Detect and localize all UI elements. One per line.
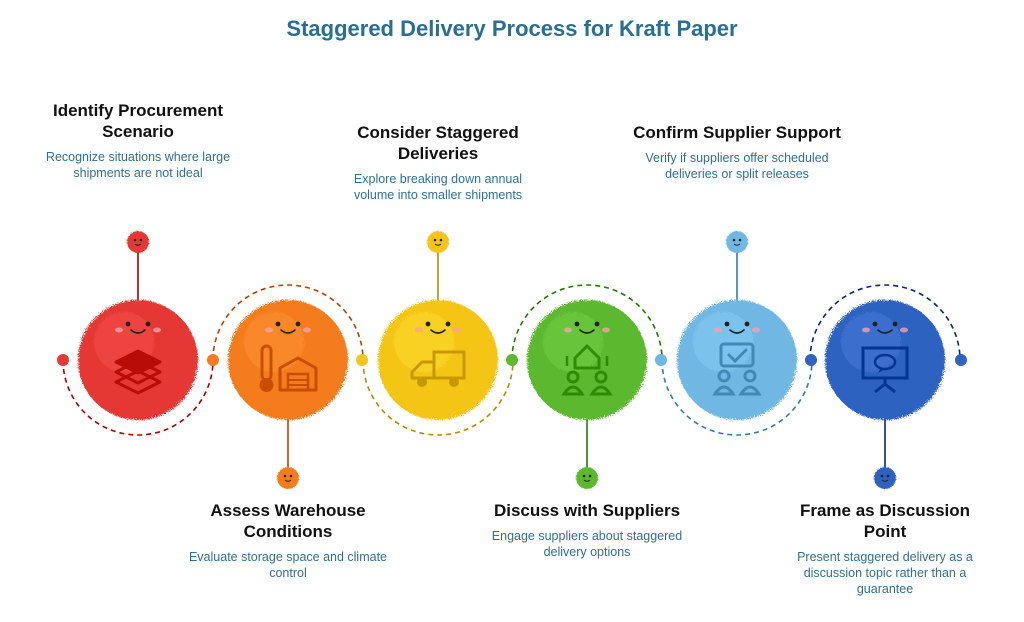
small-ball xyxy=(127,231,149,253)
step-ball xyxy=(677,300,797,420)
small-ball xyxy=(726,231,748,253)
junction-dot xyxy=(506,354,518,366)
connector-arc xyxy=(212,284,364,361)
junction-dot xyxy=(805,354,817,366)
step-heading: Assess Warehouse Conditions xyxy=(210,501,366,541)
step-ball xyxy=(228,300,348,420)
step-description: Evaluate storage space and climate contr… xyxy=(188,550,388,580)
step-description: Recognize situations where large shipmen… xyxy=(45,150,231,180)
junction-dot xyxy=(57,354,69,366)
step-description: Verify if suppliers offer scheduled deli… xyxy=(645,151,829,181)
step-ball xyxy=(378,300,498,420)
junction-dot xyxy=(207,354,219,366)
connector-arc xyxy=(661,359,813,436)
step-ball xyxy=(527,300,647,420)
stacked-layers-icon xyxy=(114,349,162,395)
connector-arc xyxy=(809,284,961,361)
thermometer-warehouse-icon xyxy=(259,344,318,392)
supplier-discussion-icon xyxy=(561,344,613,396)
step-heading: Frame as Discussion Point xyxy=(799,501,971,541)
small-ball xyxy=(427,231,449,253)
delivery-truck-icon xyxy=(410,350,466,387)
junction-dot xyxy=(955,354,967,366)
step-description: Engage suppliers about staggered deliver… xyxy=(491,529,683,559)
step-heading: Confirm Supplier Support xyxy=(633,123,841,142)
junction-dots xyxy=(57,354,967,366)
connector-arcs xyxy=(62,284,961,436)
connector-arc xyxy=(362,359,514,436)
junction-dot xyxy=(655,354,667,366)
step-balls xyxy=(78,300,945,420)
confirm-support-icon xyxy=(712,342,762,396)
small-ball xyxy=(874,467,896,489)
step-heading: Identify Procurement Scenario xyxy=(52,101,224,141)
page-title: Staggered Delivery Process for Kraft Pap… xyxy=(286,16,738,41)
step-ball xyxy=(78,300,198,420)
step-description: Explore breaking down annual volume into… xyxy=(353,172,523,202)
step-heading: Consider Staggered Deliveries xyxy=(357,123,519,163)
small-ball xyxy=(277,467,299,489)
connector-arc xyxy=(62,359,214,436)
connector-arc xyxy=(511,284,663,361)
step-description: Present staggered delivery as a discussi… xyxy=(797,550,973,596)
junction-dot xyxy=(356,354,368,366)
step-heading: Discuss with Suppliers xyxy=(493,501,681,520)
small-balls xyxy=(127,231,896,489)
small-ball xyxy=(576,467,598,489)
step-ball xyxy=(825,300,945,420)
presentation-board-icon xyxy=(861,346,909,394)
